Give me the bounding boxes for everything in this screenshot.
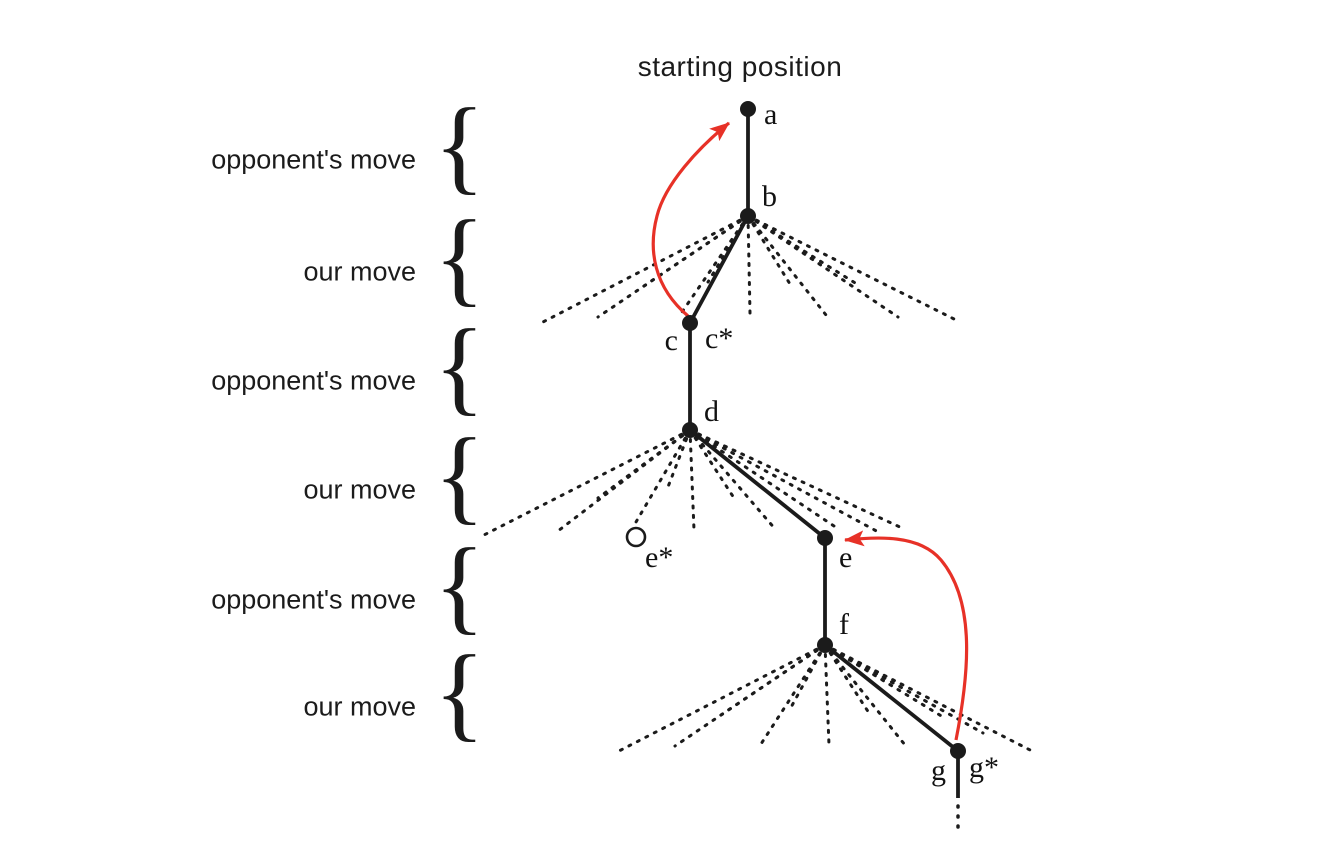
candidate-move-ray-f-3 xyxy=(759,643,827,746)
edge-f-g xyxy=(823,643,960,753)
node-label-b: b xyxy=(762,180,777,213)
backup-arrow-c-to-a xyxy=(651,121,731,318)
edge-d-e xyxy=(688,428,827,540)
candidate-move-ray-d-4 xyxy=(664,428,692,494)
candidate-move-ray-f-7 xyxy=(823,643,907,747)
node-label-f: f xyxy=(839,608,849,641)
candidate-move-ray-f-5 xyxy=(823,643,831,747)
candidate-move-ray-b-6 xyxy=(746,214,792,286)
row-brace-2: { xyxy=(434,199,485,317)
backup-arrow-g-to-e xyxy=(844,530,969,741)
candidate-move-ray-b-2 xyxy=(642,214,750,288)
row-label-our-move-2: our move xyxy=(303,474,416,505)
candidate-move-ray-b-7 xyxy=(746,214,828,317)
node-label-e: e xyxy=(839,541,852,574)
row-label-our-move-3: our move xyxy=(303,691,416,722)
candidate-move-ray-d-1 xyxy=(556,428,692,533)
candidate-move-ray-f-2 xyxy=(719,643,827,717)
figure-title: starting position xyxy=(637,51,843,82)
row-brace-5: { xyxy=(434,527,485,645)
row-brace-4: { xyxy=(434,417,485,535)
candidate-move-ray-d-9 xyxy=(688,428,884,536)
candidate-move-ray-d-3 xyxy=(634,428,692,524)
candidate-move-ray-d-0 xyxy=(480,428,692,538)
node-a xyxy=(740,101,756,117)
row-label-opponents-move-2: opponent's move xyxy=(211,365,416,396)
node-e xyxy=(817,530,833,546)
node-b xyxy=(740,208,756,224)
row-label-our-move-1: our move xyxy=(303,256,416,287)
candidate-move-ray-d-5 xyxy=(688,428,696,532)
candidate-move-ray-f-0 xyxy=(617,643,827,753)
node-label-c-star: c* xyxy=(705,322,733,355)
node-g xyxy=(950,743,966,759)
node-label-g-star: g* xyxy=(969,751,999,784)
row-label-opponents-move-1: opponent's move xyxy=(211,144,416,175)
node-f xyxy=(817,637,833,653)
candidate-move-ray-b-0 xyxy=(541,214,750,324)
node-label-e-star: e* xyxy=(645,541,673,574)
candidate-move-ray-d-2 xyxy=(596,428,692,500)
row-label-opponents-move-3: opponent's move xyxy=(211,584,416,615)
candidate-move-ray-f-4 xyxy=(787,643,827,713)
candidate-move-ray-b-9 xyxy=(746,214,900,319)
node-label-d: d xyxy=(704,395,719,428)
candidate-move-ray-f-6 xyxy=(823,643,871,715)
node-label-a: a xyxy=(764,98,777,131)
candidate-move-ray-f-8 xyxy=(823,643,945,719)
row-brace-1: { xyxy=(434,87,485,205)
candidate-move-ray-f-10 xyxy=(823,643,1032,752)
candidate-move-ray-d-8 xyxy=(688,428,842,532)
row-brace-3: { xyxy=(434,308,485,426)
node-label-c: c xyxy=(665,324,678,357)
candidate-move-ray-d-7 xyxy=(688,428,778,532)
node-d xyxy=(682,422,698,438)
node-e-star-open xyxy=(625,526,647,548)
node-c xyxy=(682,315,698,331)
candidate-move-ray-d-6 xyxy=(688,428,736,500)
candidate-move-ray-b-10 xyxy=(746,214,962,324)
candidate-move-ray-d-10 xyxy=(688,428,904,530)
edge-b-c xyxy=(688,215,750,324)
row-brace-6: { xyxy=(434,634,485,752)
candidate-move-ray-b-5 xyxy=(746,214,752,315)
node-label-g: g xyxy=(931,754,946,787)
